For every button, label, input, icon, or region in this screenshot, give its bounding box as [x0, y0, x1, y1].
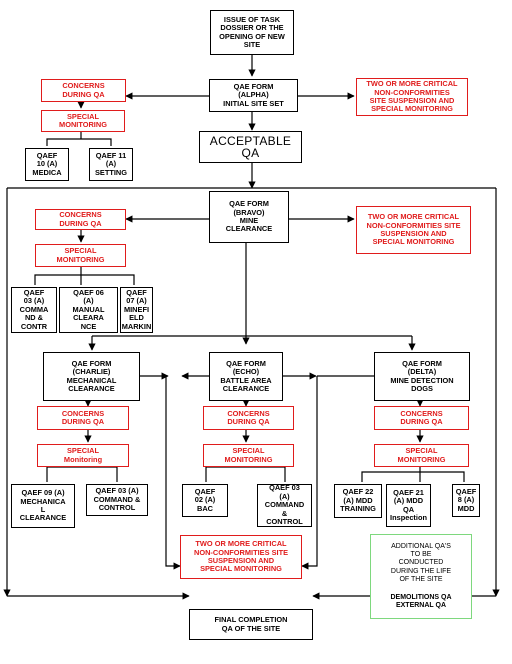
additional-qa-text: ADDITIONAL QA'S TO BE CONDUCTED DURING T…	[390, 542, 452, 584]
qaef-22-mdd-training-box[interactable]: QAEF 22 (A) MDD TRAINING	[334, 484, 382, 518]
qae-form-bravo-box[interactable]: QAE FORM (BRAVO) MINE CLEARANCE	[209, 191, 289, 243]
demolitions-external-qa-text: DEMOLITIONS QA EXTERNAL QA	[390, 593, 452, 610]
two-critical-suspension-bravo[interactable]: TWO OR MORE CRITICAL NON-CONFORMITIES SI…	[356, 206, 471, 254]
concerns-during-qa-alpha[interactable]: CONCERNS DURING QA	[41, 79, 126, 102]
qaef-08-mdd-box[interactable]: QAEF 8 (A) MDD	[452, 484, 480, 517]
special-monitoring-delta[interactable]: SPECIAL MONITORING	[374, 444, 469, 467]
additional-qa-box[interactable]: ADDITIONAL QA'S TO BE CONDUCTED DURING T…	[370, 534, 472, 619]
connector-right-rail	[301, 376, 318, 570]
qae-form-echo-box[interactable]: QAE FORM (ECHO) BATTLE AREA CLEARANCE	[209, 352, 283, 401]
qae-form-delta-box[interactable]: QAE FORM (DELTA) MINE DETECTION DOGS	[374, 352, 470, 401]
connector-special-children-echo	[205, 466, 286, 482]
acceptable-qa-box[interactable]: ACCEPTABLE QA	[199, 131, 302, 163]
concerns-during-qa-bravo[interactable]: CONCERNS DURING QA	[35, 209, 126, 230]
qaef-10-medica-box[interactable]: QAEF 10 (A) MEDICA	[25, 148, 69, 181]
special-monitoring-bravo[interactable]: SPECIAL MONITORING	[35, 244, 126, 267]
concerns-during-qa-delta[interactable]: CONCERNS DURING QA	[374, 406, 469, 430]
qaef-03-command-control-box-bravo[interactable]: QAEF 03 (A) COMMA ND & CONTR	[11, 287, 57, 333]
special-monitoring-echo[interactable]: SPECIAL MONITORING	[203, 444, 294, 467]
qaef-09-mechanical-clearance-box[interactable]: QAEF 09 (A) MECHANICA L CLEARANCE	[11, 484, 75, 528]
two-critical-suspension-echo[interactable]: TWO OR MORE CRITICAL NON-CONFORMITIES SI…	[180, 535, 302, 579]
qaef-03-command-control-box-echo[interactable]: QAEF 03 (A) COMMAND & CONTROL	[257, 484, 312, 527]
two-critical-suspension-alpha[interactable]: TWO OR MORE CRITICAL NON-CONFORMITIES SI…	[356, 78, 468, 116]
qae-form-alpha-box[interactable]: QAE FORM (ALPHA) INITIAL SITE SET	[209, 79, 298, 112]
connector-special-children-alpha	[46, 132, 112, 146]
issue-dossier-box[interactable]: ISSUE OF TASK DOSSIER OR THE OPENING OF …	[210, 10, 294, 55]
qaef-21-mdd-qa-inspection-box[interactable]: QAEF 21 (A) MDD QA Inspection	[386, 484, 431, 527]
connector-special-children-bravo	[34, 267, 135, 285]
qaef-06-manual-clearance-box[interactable]: QAEF 06 (A) MANUAL CLEARA NCE	[59, 287, 118, 333]
concerns-during-qa-echo[interactable]: CONCERNS DURING QA	[203, 406, 294, 430]
special-monitoring-charlie[interactable]: SPECIAL Monitoring	[37, 444, 129, 467]
concerns-during-qa-charlie[interactable]: CONCERNS DURING QA	[37, 406, 129, 430]
connector-special-children-charlie	[46, 466, 118, 482]
connector-special-children-delta	[361, 467, 465, 482]
qae-form-charlie-box[interactable]: QAE FORM (CHARLIE) MECHANICAL CLEARANCE	[43, 352, 140, 401]
connector-left-rail	[165, 376, 181, 570]
final-completion-qa-box[interactable]: FINAL COMPLETION QA OF THE SITE	[189, 609, 313, 640]
special-monitoring-alpha[interactable]: SPECIAL MONITORING	[41, 110, 125, 132]
qaef-02-bac-box[interactable]: QAEF 02 (A) BAC	[182, 484, 228, 517]
qaef-07-minefield-marking-box[interactable]: QAEF 07 (A) MINEFI ELD MARKIN	[120, 287, 153, 333]
qaef-03-command-control-box-charlie[interactable]: QAEF 03 (A) COMMAND & CONTROL	[86, 484, 148, 516]
qaef-11-setting-box[interactable]: QAEF 11 (A) SETTING	[89, 148, 133, 181]
